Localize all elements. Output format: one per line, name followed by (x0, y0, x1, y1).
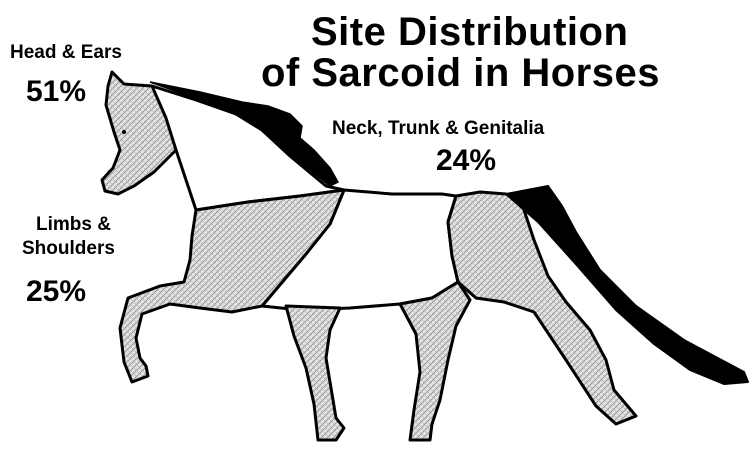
title-line-1: Site Distribution (311, 12, 628, 52)
title-line-2: of Sarcoid in Horses (261, 53, 660, 93)
limbs-label-line-1: Limbs & (36, 214, 111, 236)
limbs-label-line-2: Shoulders (22, 238, 115, 260)
neck-trunk-percent: 24% (436, 145, 496, 177)
rear-foreleg-region (286, 306, 344, 440)
eye (122, 130, 126, 134)
head-ears-percent: 51% (26, 76, 86, 108)
rear-hindleg-region (400, 282, 470, 440)
limbs-percent: 25% (26, 276, 86, 308)
neck-trunk-label: Neck, Trunk & Genitalia (332, 118, 544, 140)
head-ears-label: Head & Ears (10, 42, 122, 64)
